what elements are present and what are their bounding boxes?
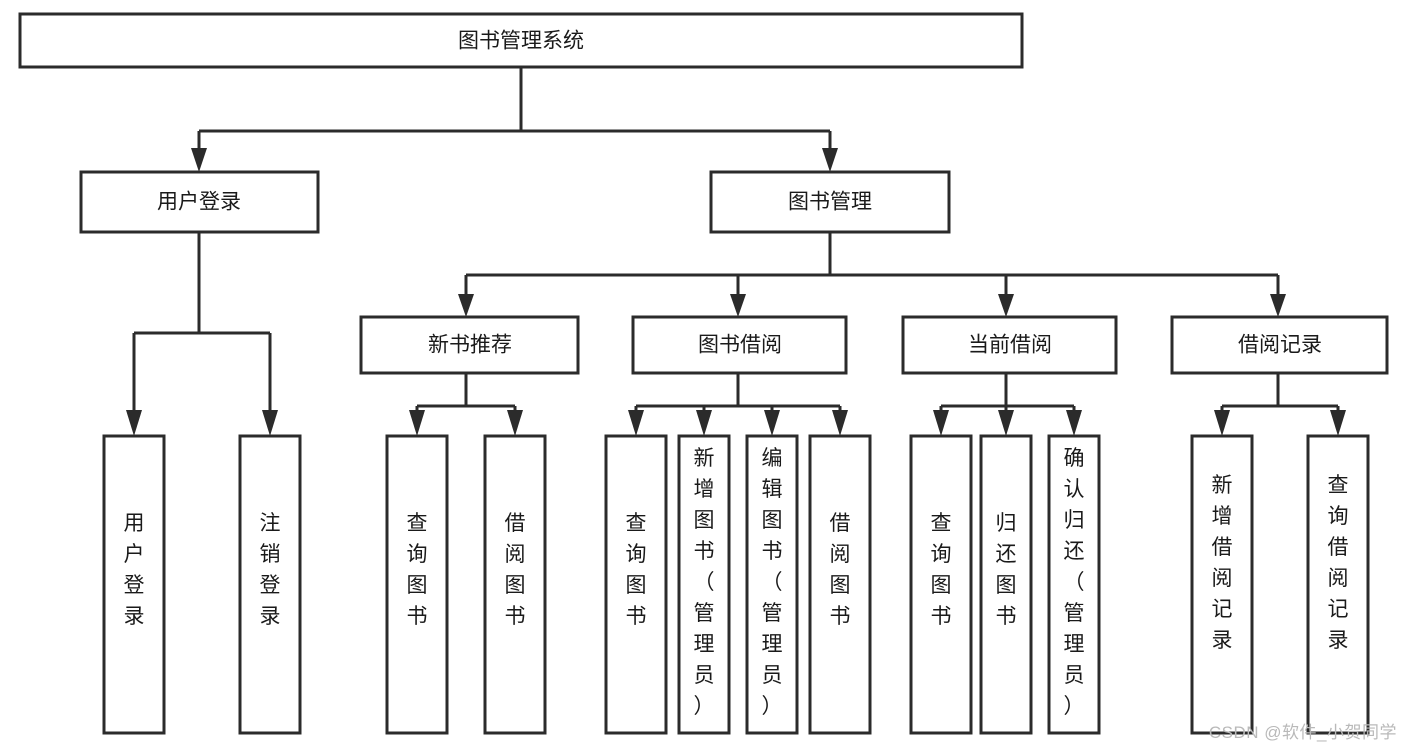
arrow-head-leaf10 [998,410,1014,436]
node-leaf4-label: 借阅图书 [505,512,526,628]
connector-group-login [126,232,278,436]
node-leaf3[interactable]: 查询图书 [385,434,449,735]
node-leaf3-label: 查询图书 [407,512,428,628]
node-leaf9[interactable]: 查询图书 [909,434,973,735]
node-leaf6-label: 新增图书（管理员） [694,447,715,718]
node-leaf13-box[interactable] [1306,434,1370,735]
node-root-label: 图书管理系统 [458,30,584,53]
arrow-head-leaf1 [126,410,142,436]
node-leaf11[interactable]: 确认归还（管理员） [1047,434,1101,735]
node-root[interactable]: 图书管理系统 [18,12,1024,69]
connector-group-borrow [628,373,848,436]
arrow-head-leaf8 [832,410,848,436]
node-current[interactable]: 当前借阅 [901,315,1118,375]
arrow-head-current [998,294,1014,317]
node-leaf2-box[interactable] [238,434,302,735]
node-newbook-label: 新书推荐 [428,334,512,357]
node-login-box[interactable] [79,170,320,234]
node-leaf10-label: 归还图书 [996,512,1017,628]
node-records-label: 借阅记录 [1238,334,1322,357]
node-login[interactable]: 用户登录 [79,170,320,234]
node-leaf7[interactable]: 编辑图书（管理员） [745,434,799,735]
node-leaf6[interactable]: 新增图书（管理员） [677,434,731,735]
arrow-head-leaf5 [628,410,644,436]
node-leaf9-label: 查询图书 [931,512,952,628]
arrow-head-newbook [458,294,474,317]
node-leaf7-box[interactable] [745,434,799,735]
arrow-head-records [1270,294,1286,317]
node-leaf4-box[interactable] [483,434,547,735]
arrow-head-leaf6 [696,410,712,436]
node-bookmgmt[interactable]: 图书管理 [709,170,951,234]
node-leaf5-box[interactable] [604,434,668,735]
connector-group-records [1214,373,1346,436]
node-leaf8[interactable]: 借阅图书 [808,434,872,735]
csdn-watermark: CSDN @软件_小贺同学 [1208,723,1397,742]
node-leaf10[interactable]: 归还图书 [979,434,1033,735]
connector-group-current [933,373,1082,436]
node-leaf5-label: 查询图书 [626,512,647,628]
arrow-head-bookmgmt [822,148,838,172]
node-leaf1-label: 用户登录 [124,512,145,628]
node-leaf3-box[interactable] [385,434,449,735]
node-bookmgmt-label: 图书管理 [788,191,872,214]
arrow-head-leaf11 [1066,410,1082,436]
arrow-head-leaf7 [764,410,780,436]
node-current-box[interactable] [901,315,1118,375]
node-leaf1[interactable]: 用户登录 [102,434,166,735]
node-newbook[interactable]: 新书推荐 [359,315,580,375]
node-leaf8-box[interactable] [808,434,872,735]
node-leaf8-label: 借阅图书 [830,512,851,628]
arrow-head-leaf12 [1214,410,1230,436]
node-leaf5[interactable]: 查询图书 [604,434,668,735]
node-leaf2-label: 注销登录 [260,512,281,628]
node-records-box[interactable] [1170,315,1389,375]
node-leaf10-box[interactable] [979,434,1033,735]
node-leaf13-label: 查询借阅记录 [1328,474,1349,652]
arrow-head-borrow [730,294,746,317]
node-leaf7-label: 编辑图书（管理员） [762,447,783,718]
node-leaf9-box[interactable] [909,434,973,735]
node-root-box[interactable] [18,12,1024,69]
arrow-head-login [191,148,207,172]
node-login-label: 用户登录 [157,191,241,214]
node-leaf11-label: 确认归还（管理员） [1064,447,1085,718]
connector-group-newbook [409,373,523,436]
node-leaf12-box[interactable] [1190,434,1254,735]
node-leaf12[interactable]: 新增借阅记录 [1190,434,1254,735]
arrow-head-leaf3 [409,410,425,436]
node-leaf12-label: 新增借阅记录 [1212,474,1233,652]
node-leaf1-box[interactable] [102,434,166,735]
node-leaf6-box[interactable] [677,434,731,735]
node-bookmgmt-box[interactable] [709,170,951,234]
node-leaf11-box[interactable] [1047,434,1101,735]
arrow-head-leaf4 [507,410,523,436]
node-borrow[interactable]: 图书借阅 [631,315,848,375]
node-newbook-box[interactable] [359,315,580,375]
node-leaf4[interactable]: 借阅图书 [483,434,547,735]
arrow-head-leaf9 [933,410,949,436]
node-borrow-label: 图书借阅 [698,334,782,357]
node-current-label: 当前借阅 [968,334,1052,357]
node-records[interactable]: 借阅记录 [1170,315,1389,375]
connector-group-root [191,67,838,172]
connector-group-bookmgmt [458,232,1286,317]
node-borrow-box[interactable] [631,315,848,375]
node-leaf13[interactable]: 查询借阅记录 [1306,434,1370,735]
arrow-head-leaf13 [1330,410,1346,436]
node-leaf2[interactable]: 注销登录 [238,434,302,735]
arrow-head-leaf2 [262,410,278,436]
